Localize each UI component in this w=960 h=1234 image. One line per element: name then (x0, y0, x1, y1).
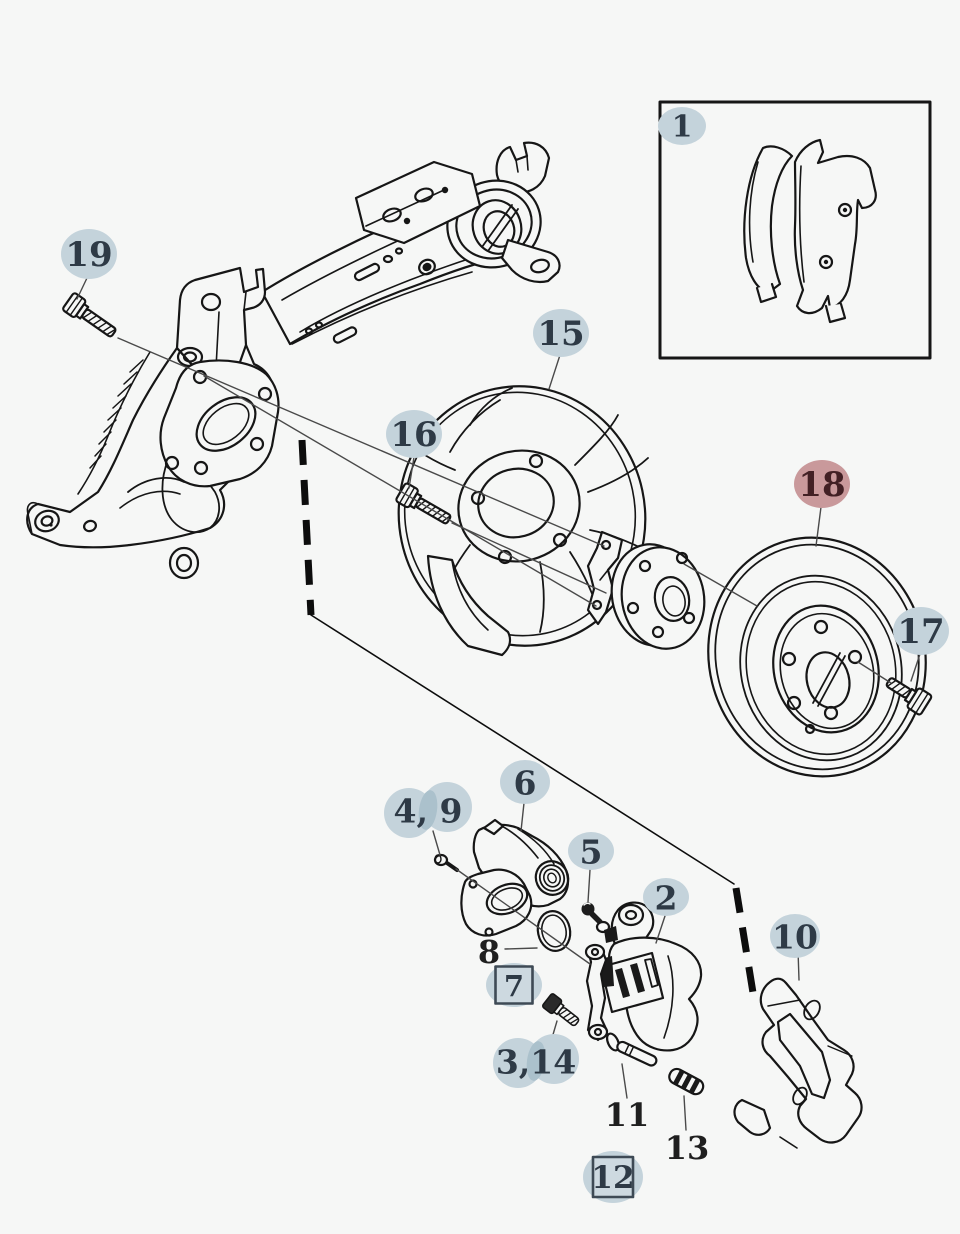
bolt-17-art (885, 677, 933, 716)
bleed-screw-art (581, 902, 603, 925)
axle-beam-art (260, 192, 502, 346)
callout-5-label: 5 (580, 833, 603, 872)
callout-6-badge: 6 (500, 760, 550, 804)
caliper-bracket-art (733, 977, 863, 1149)
callout-15-label: 15 (537, 314, 584, 354)
callout-4-9-label: 4, 9 (394, 792, 463, 831)
bolt-4-9-art (433, 853, 459, 872)
callout-10-label: 10 (772, 918, 818, 957)
callout-6-label: 6 (514, 764, 537, 803)
brake-pads-box (658, 100, 932, 360)
axle-mount-plate-art (354, 160, 482, 245)
callout-17-badge: 17 (893, 607, 949, 655)
callout-16-label: 16 (390, 415, 437, 455)
bushing-art (668, 1067, 705, 1096)
callout-7-label: 7 (504, 969, 524, 1003)
brake-pad-pair-art (743, 138, 877, 324)
callout-19-label: 19 (65, 235, 112, 275)
caliper-art (584, 901, 703, 1052)
callout-13-badge: 13 (665, 1129, 710, 1167)
callout-2-badge: 2 (643, 878, 689, 918)
callout-12-label: 12 (591, 1160, 634, 1196)
callout-layer: 1 19 15 16 18 17 6 4, 9 5 2 87 3,14 10 11 13 12 (61, 107, 949, 1203)
callout-5-badge: 5 (568, 832, 614, 872)
callout-13-label: 13 (665, 1129, 710, 1167)
callout-8-label: 8 (478, 933, 500, 971)
trailing-arm-art (26, 266, 280, 580)
wheel-hub-art (586, 530, 706, 650)
bolt-3-14-art (542, 993, 580, 1027)
callout-19-badge: 19 (61, 229, 117, 279)
callout-18-label: 18 (798, 465, 845, 505)
callout-4-9-badge: 4, 9 (384, 782, 472, 838)
callout-16-badge: 16 (386, 410, 442, 458)
callout-15-badge: 15 (533, 309, 589, 357)
callout-3-14-label: 3,14 (496, 1043, 576, 1082)
callout-8-badge: 8 (478, 933, 500, 971)
callout-11-label: 11 (605, 1096, 650, 1134)
callout-10-badge: 10 (770, 914, 820, 958)
callout-18-badge: 18 (794, 460, 850, 508)
axle-bushing-art (446, 141, 561, 284)
o-ring-art (536, 910, 572, 952)
section-dash-line (298, 439, 759, 1006)
callout-11-badge: 11 (605, 1096, 650, 1134)
guide-pin-art (605, 1032, 658, 1067)
callout-1-label: 1 (672, 110, 693, 145)
leader-lines (76, 277, 921, 1131)
brake-disc-art (707, 536, 927, 778)
callout-1-badge: 1 (658, 107, 706, 145)
actuator-art (460, 818, 570, 937)
bolt-19-art (62, 292, 117, 338)
splash-shield-art (397, 385, 651, 657)
callout-7-badge: 7 (486, 963, 542, 1007)
callout-3-14-badge: 3,14 (493, 1034, 579, 1088)
callout-12-badge: 12 (583, 1151, 643, 1203)
callout-17-label: 17 (897, 612, 944, 652)
callout-2-label: 2 (655, 879, 678, 918)
